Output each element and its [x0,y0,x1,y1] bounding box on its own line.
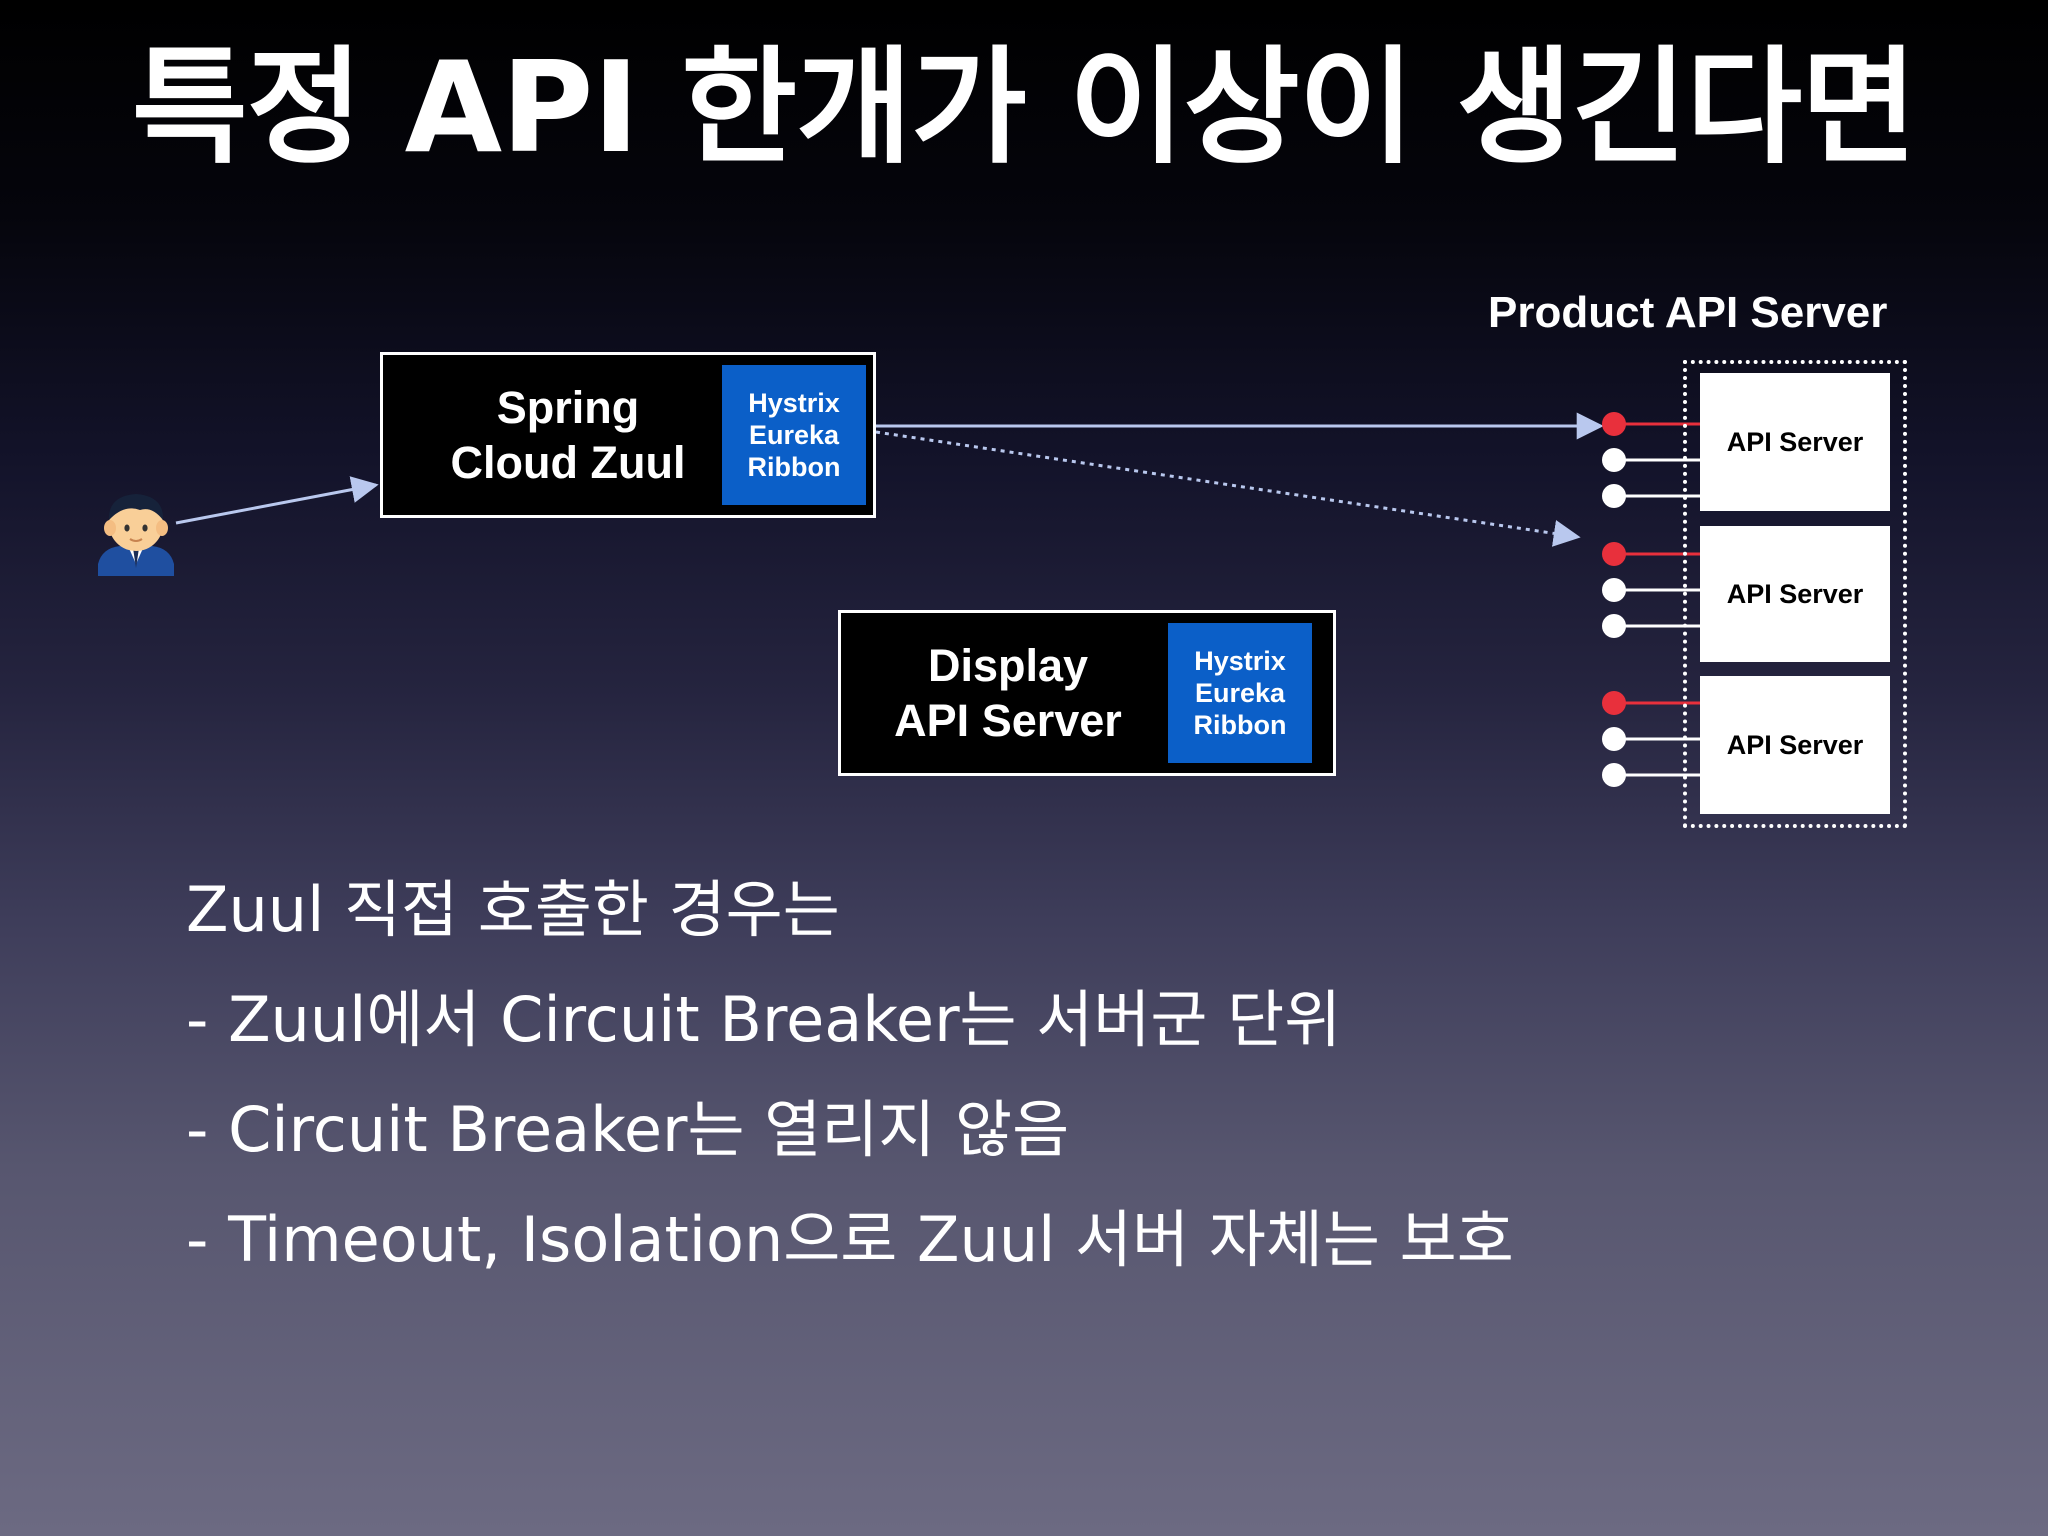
connection-dot [1602,484,1626,508]
api-server-2: API Server [1700,526,1890,662]
user-to-zuul-arrow [175,476,379,525]
display-libraries-box: Hystrix Eureka Ribbon [1168,623,1312,763]
api-server-1: API Server [1700,373,1890,511]
zuul-to-server2-dotted-arrow [875,430,1581,547]
bullet-item: - Timeout, Isolation으로 Zuul 서버 자체는 보호 [186,1203,1514,1276]
failed-connection-dot [1602,412,1626,436]
product-api-server-group [1683,360,1907,828]
connection-dot [1602,614,1626,638]
api-server-3: API Server [1700,676,1890,814]
connection-dot [1602,578,1626,602]
bullet-item: - Zuul에서 Circuit Breaker는 서버군 단위 [186,983,1342,1056]
bullet-list: Zuul 직접 호출한 경우는 - Zuul에서 Circuit Breaker… [186,855,1514,1295]
library-hystrix: Hystrix [748,388,840,418]
connection-dot [1602,727,1626,751]
zuul-label-line1: Spring [496,382,640,433]
failed-connection-dot [1602,691,1626,715]
library-ribbon: Ribbon [1193,710,1287,740]
display-label-line2: API Server [894,695,1122,746]
display-server-label: Display API Server [846,638,1170,748]
slide-title: 특정 API 한개가 이상이 생긴다면 [131,34,1917,181]
zuul-libraries-box: Hystrix Eureka Ribbon [722,365,866,505]
library-eureka: Eureka [1194,678,1286,708]
connection-dot [1602,763,1626,787]
library-ribbon: Ribbon [747,452,841,482]
bullet-heading: Zuul 직접 호출한 경우는 [186,873,840,946]
zuul-label-line2: Cloud Zuul [450,437,686,488]
product-api-server-label: Product API Server [1488,288,1888,337]
failed-connection-dot [1602,542,1626,566]
bullet-item: - Circuit Breaker는 열리지 않음 [186,1093,1070,1166]
display-label-line1: Display [927,640,1089,691]
library-eureka: Eureka [748,420,840,450]
zuul-label: Spring Cloud Zuul [392,380,744,490]
user-icon [98,494,174,576]
library-hystrix: Hystrix [1194,646,1286,676]
connection-dot [1602,448,1626,472]
